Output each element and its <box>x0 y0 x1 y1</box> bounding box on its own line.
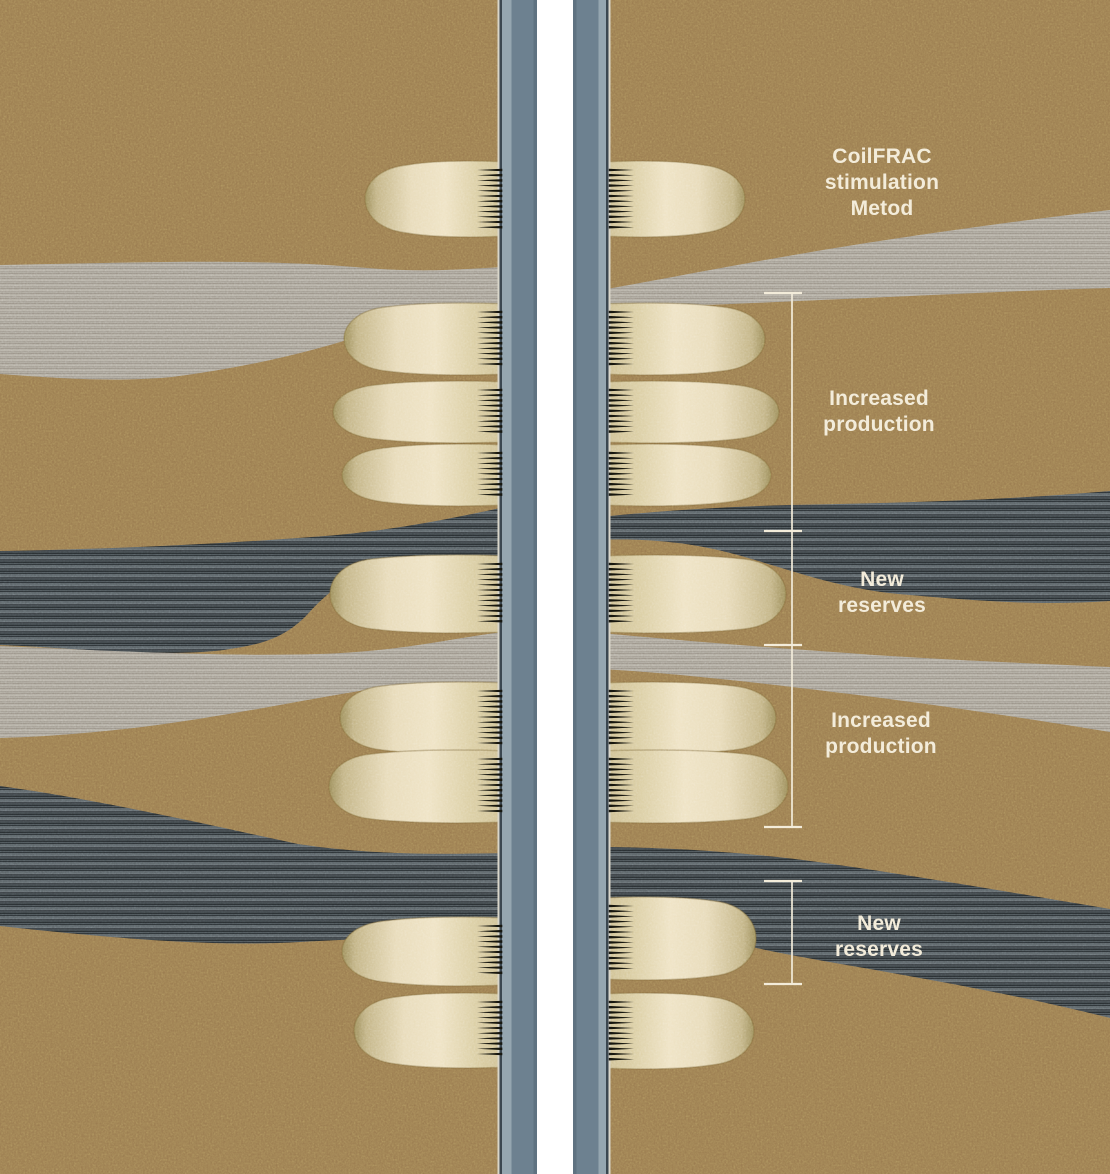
perforation-teeth <box>477 168 503 229</box>
label-increased-production-1-line: production <box>823 413 935 436</box>
depth-bracket-lower <box>764 879 802 986</box>
label-new-reserves-1: New reserves <box>838 568 926 617</box>
label-new-reserves-1-line: New <box>860 568 904 591</box>
perforation-teeth <box>608 562 634 623</box>
perforation-teeth <box>477 388 503 433</box>
wellbore-left <box>497 0 537 1174</box>
perforation-teeth <box>608 168 634 229</box>
perforation-teeth <box>477 689 503 745</box>
perforation-teeth <box>608 451 634 496</box>
label-increased-production-2-line: production <box>825 735 937 758</box>
perforation-teeth <box>477 310 503 366</box>
perforation-teeth <box>477 924 503 975</box>
perforation-teeth <box>608 1000 634 1061</box>
perforation-teeth <box>477 1000 503 1056</box>
wellbore-right <box>573 0 611 1174</box>
label-new-reserves-1-line: reserves <box>838 594 926 617</box>
panel-divider-gap <box>537 0 573 1174</box>
perforation-teeth <box>608 757 634 813</box>
perforation-teeth <box>608 388 634 433</box>
perforation-teeth <box>608 904 634 970</box>
perforation-teeth <box>477 562 503 623</box>
label-new-reserves-2: New reserves <box>835 912 923 961</box>
perforation-teeth <box>608 689 634 745</box>
label-coilfrac-method-line: stimulation <box>825 171 939 194</box>
label-increased-production-1-line: Increased <box>829 387 929 410</box>
label-coilfrac-method-line: Metod <box>851 197 914 220</box>
label-increased-production-1: Increased production <box>823 387 935 436</box>
label-increased-production-2-line: Increased <box>831 709 931 732</box>
perforation-teeth <box>477 757 503 813</box>
perforation-teeth <box>608 310 634 366</box>
depth-bracket-upper <box>764 291 802 829</box>
label-coilfrac-method-line: CoilFRAC <box>832 145 932 168</box>
perforation-teeth <box>477 451 503 496</box>
label-increased-production-2: Increased production <box>825 709 937 758</box>
label-new-reserves-2-line: reserves <box>835 938 923 961</box>
label-new-reserves-2-line: New <box>857 912 901 935</box>
